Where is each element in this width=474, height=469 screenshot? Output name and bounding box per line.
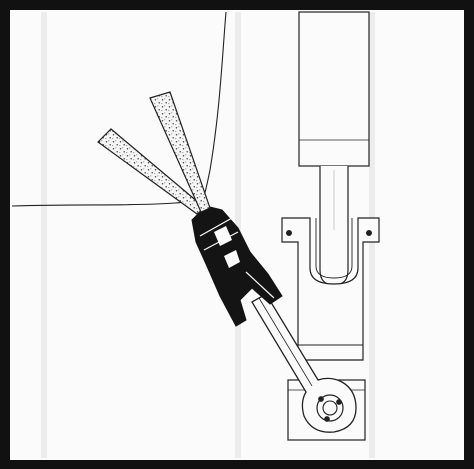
pivot-bolt-c [324,416,330,422]
bracket-bolt-right [366,230,373,237]
pivot-bolt-a [318,396,324,402]
spreader-blade-right [149,91,211,213]
hydraulic-cylinder [298,11,370,286]
cable-upper-line [202,11,227,201]
pivot-bolt-b [336,399,342,405]
clamp-jaw [191,205,283,327]
clevis-bracket [281,217,380,361]
lever-arm [251,293,357,433]
bracket-bolt-left [286,230,293,237]
pivot-pin [322,400,338,416]
